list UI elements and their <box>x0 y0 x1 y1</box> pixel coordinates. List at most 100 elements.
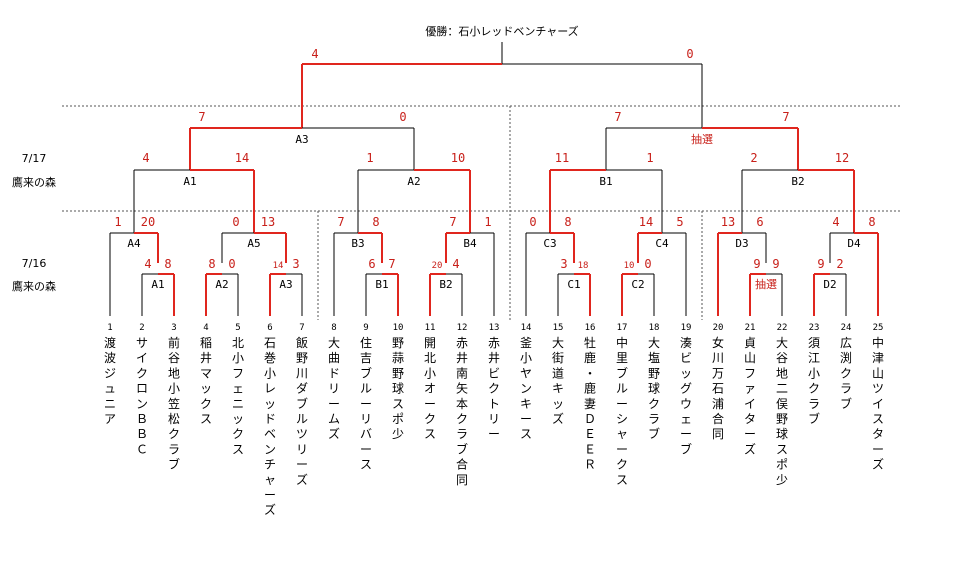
team-number: 11 <box>425 323 436 333</box>
score: 14 <box>639 215 653 229</box>
team-name: 大谷地二俣野球スポ少 <box>776 336 788 487</box>
score: 14 <box>273 261 284 271</box>
score: 20 <box>141 215 155 229</box>
team-number: 10 <box>393 323 404 333</box>
match-label: A2 <box>407 175 420 188</box>
match-label: B2 <box>791 175 804 188</box>
team-name: サイクロンＢＢＣ <box>136 336 148 456</box>
match-label: D4 <box>847 237 861 250</box>
team-number: 25 <box>873 323 884 333</box>
score: 4 <box>142 151 149 165</box>
team-name: 赤井ビクトリー <box>488 336 500 441</box>
score: 11 <box>555 151 569 165</box>
team-name: 中津山ツイスターズ <box>872 335 884 472</box>
separators <box>62 105 902 320</box>
match-label: D3 <box>735 237 748 250</box>
score: 4 <box>832 215 839 229</box>
score: 8 <box>164 257 171 271</box>
score: 1 <box>646 151 653 165</box>
team-number: 22 <box>777 323 788 333</box>
team-name: 渡波ジュニア <box>104 335 116 426</box>
score: 6 <box>368 257 375 271</box>
team-number: 19 <box>681 323 692 333</box>
team-number: 5 <box>235 323 240 333</box>
team-name: 住吉ブルーリバース <box>360 336 372 472</box>
score: 8 <box>564 215 571 229</box>
match-label: B2 <box>439 278 452 291</box>
score: 7 <box>449 215 456 229</box>
score: 0 <box>399 110 406 124</box>
team-name: 牡鹿・鹿妻ＤＥＥＲ <box>584 335 596 472</box>
match-label: A1 <box>183 175 196 188</box>
team-number: 24 <box>841 323 852 333</box>
match-label: B1 <box>599 175 612 188</box>
score: 1 <box>366 151 373 165</box>
score: 7 <box>782 110 789 124</box>
team-number: 13 <box>489 323 500 333</box>
score: 7 <box>388 257 395 271</box>
team-number: 23 <box>809 323 820 333</box>
score: 14 <box>235 151 249 165</box>
score: 18 <box>578 261 589 271</box>
team-name: 前谷地小笠松クラブ <box>168 335 180 472</box>
team-name: 中里ブルーシャークス <box>616 335 628 487</box>
team-number: 8 <box>331 323 336 333</box>
score: 7 <box>337 215 344 229</box>
team-number: 17 <box>617 323 628 333</box>
score: 9 <box>772 257 779 271</box>
match-label: C3 <box>543 237 556 250</box>
team-name: 広渕クラブ <box>840 336 852 411</box>
team-name: 野蒜野球スポ少 <box>392 336 404 441</box>
score: 4 <box>452 257 459 271</box>
match-label: A5 <box>247 237 260 250</box>
champion-label: 優勝：石小レッドベンチャーズ <box>425 24 578 38</box>
score: 0 <box>232 215 239 229</box>
score: 0 <box>529 215 536 229</box>
team-name: 飯野川ダブルツリーズ <box>296 335 308 487</box>
team-name: 開北小オークス <box>424 336 436 441</box>
match-label: A3 <box>279 278 292 291</box>
team-number: 6 <box>267 323 272 333</box>
score: 12 <box>835 151 849 165</box>
score: 0 <box>228 257 235 271</box>
team-name: 北小フェニックス <box>232 336 244 456</box>
match-label: B3 <box>351 237 364 250</box>
team-name: 大街道キッズ <box>552 336 564 426</box>
team-number: 12 <box>457 323 468 333</box>
date-label: 7/17 <box>22 152 47 165</box>
team-number: 14 <box>521 323 532 333</box>
match-label: A3 <box>295 133 308 146</box>
team-name: 釜小ヤンキース <box>520 335 532 441</box>
team-number: 7 <box>299 323 304 333</box>
score: 13 <box>261 215 275 229</box>
score: 1 <box>484 215 491 229</box>
match-label: D2 <box>823 278 836 291</box>
team-number: 16 <box>585 323 596 333</box>
team-name: 稲井マックス <box>200 336 212 426</box>
lottery-note: 抽選 <box>755 277 777 291</box>
score: 7 <box>198 110 205 124</box>
score: 9 <box>753 257 760 271</box>
score: 2 <box>750 151 757 165</box>
match-label: A1 <box>151 278 164 291</box>
team-name: 赤井南矢本クラブ合同 <box>456 336 468 487</box>
team-list: 1渡波ジュニア2サイクロンＢＢＣ3前谷地小笠松クラブ4稲井マックス5北小フェニッ… <box>104 323 884 517</box>
team-number: 3 <box>171 323 176 333</box>
score: 13 <box>721 215 735 229</box>
score: 7 <box>614 110 621 124</box>
team-number: 18 <box>649 323 660 333</box>
final-right-score: 0 <box>686 47 693 61</box>
score: 5 <box>676 215 683 229</box>
score: 4 <box>144 257 151 271</box>
team-name: 貞山ファイターズ <box>744 336 756 456</box>
match-label: A4 <box>127 237 141 250</box>
team-number: 20 <box>713 323 724 333</box>
match-label: C4 <box>655 237 669 250</box>
score: 2 <box>836 257 843 271</box>
team-name: 湊ビッグウェーブ <box>680 336 692 456</box>
score: 6 <box>756 215 763 229</box>
score: 8 <box>372 215 379 229</box>
team-name: 須江小クラブ <box>808 336 820 426</box>
team-name: 女川万石浦合同 <box>712 335 724 441</box>
